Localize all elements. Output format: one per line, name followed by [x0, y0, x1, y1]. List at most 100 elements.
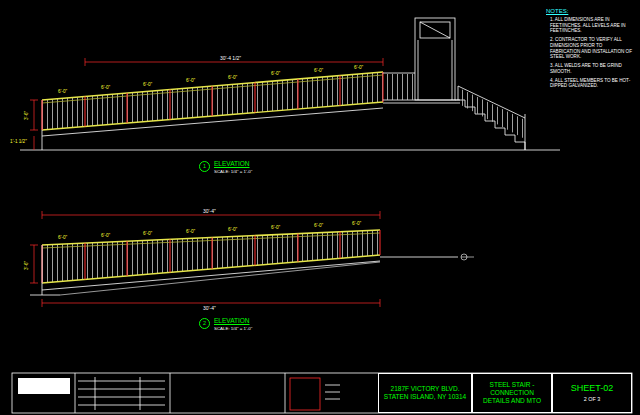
ramp-railing-1-part-part — [170, 90, 171, 120]
dimension-text: 3'-6" — [24, 111, 30, 120]
side-stair-part — [525, 114, 526, 150]
stair-tower-part — [383, 73, 415, 74]
ramp-railing-1-part-part — [340, 76, 341, 106]
ramp-railing-2 — [30, 230, 474, 295]
dimension-lines-1-part — [30, 100, 38, 101]
sheet-number-cell: SHEET-022 OF 3 — [552, 373, 632, 413]
title-block-part — [95, 377, 96, 410]
ramp-railing-1-part — [42, 100, 43, 150]
dimension-lines-2-part — [34, 245, 35, 283]
dimension-text: 6'-0" — [354, 65, 363, 71]
ramp-railing-1-part-part — [255, 83, 256, 113]
ramp-railing-1-part-part — [42, 100, 43, 130]
platform-railing — [386, 74, 413, 100]
dimension-text: 6'-0" — [271, 71, 280, 77]
dimension-text: 6'-0" — [58, 235, 67, 241]
callout-circle: 2 — [199, 318, 210, 329]
dimension-lines-1-part — [30, 130, 38, 131]
dimension-text: 30'-4" — [203, 305, 216, 311]
ramp-railing-2-part-part — [170, 239, 171, 272]
note-text: 4. ALL STEEL MEMBERS TO BE HOT-DIPPED GA… — [550, 78, 632, 89]
stair-tower-part — [420, 22, 450, 38]
callout-circle: 1 — [199, 161, 210, 172]
dimension-lines-2-part — [42, 211, 43, 219]
view-scale: SCALE: 1/4" = 1'-0" — [214, 326, 252, 332]
title-block-part — [285, 373, 286, 413]
side-stair — [455, 86, 525, 150]
dimension-text: 6'-0" — [143, 82, 152, 88]
stair-tower — [383, 18, 460, 103]
dimension-lines-2 — [30, 211, 380, 307]
dimension-text: 6'-0" — [228, 75, 237, 81]
ramp-railing-2-part-part — [127, 241, 128, 276]
dimension-text: 30'-4 1/2" — [220, 55, 241, 61]
ramp-railing-2-part — [380, 257, 458, 258]
view-scale: SCALE: 1/4" = 1'-0" — [214, 169, 252, 175]
dimension-lines-1-part — [85, 62, 383, 63]
dimension-lines-2-part — [42, 303, 380, 304]
ramp-railing-2-part — [42, 255, 380, 283]
project-address-cell: 2187F VICTORY BLVD. STATEN ISLAND, NY 10… — [378, 373, 472, 413]
dimension-lines-1-part — [383, 58, 384, 66]
stair-tower-part — [415, 18, 455, 100]
title-block-part — [290, 378, 320, 410]
title-block-part — [170, 373, 171, 413]
ramp-railing-2-part — [42, 230, 380, 245]
dimension-lines-2-part — [42, 299, 43, 307]
ramp-railing-2-part-part — [212, 238, 213, 269]
title-block-part — [12, 373, 632, 413]
ramp-railing-2-part-part — [380, 230, 381, 255]
ramp-railing-2-part-part — [298, 234, 299, 262]
sheet-title-cell: STEEL STAIR - CONNECTION DETAILS AND MTO — [472, 373, 552, 413]
side-stair-part — [458, 86, 459, 100]
ramp-railing-1-part-part — [127, 93, 128, 123]
dimension-lines-2-part — [30, 245, 38, 246]
dimension-lines-2-part — [42, 215, 380, 216]
ramp-railing-1-part-part — [85, 97, 86, 127]
title-block-part — [78, 381, 165, 382]
note-text: 2. CONTRACTOR TO VERIFY ALL DIMENSIONS P… — [550, 37, 632, 60]
ramp-railing-2-part — [42, 261, 380, 290]
node-text: 1 — [203, 163, 206, 169]
dimension-text: 6'-0" — [143, 231, 152, 237]
dimension-text: 6'-0" — [314, 68, 323, 74]
ramp-railing-1 — [20, 72, 560, 150]
note-text: 3. ALL WELDS ARE TO BE GRIND SMOOTH. — [550, 63, 632, 74]
stair-tower-part — [383, 103, 460, 104]
ramp-railing-2-part — [42, 230, 380, 283]
ramp-railing-2-part — [42, 245, 43, 295]
dimension-text: 30'-4" — [203, 208, 216, 214]
dimension-lines-1-part — [85, 58, 86, 66]
view-title: ELEVATION — [214, 160, 250, 168]
node-text: 2 — [203, 320, 206, 326]
ramp-railing-2-part — [461, 257, 474, 258]
ramp-railing-1-part — [42, 72, 383, 130]
ramp-railing-1-part-part — [383, 72, 384, 102]
dimension-text: 6'-0" — [314, 223, 323, 229]
dimension-lines-1-part — [34, 136, 35, 150]
dimension-text: 6'-0" — [58, 89, 67, 95]
ramp-railing-1-part — [42, 72, 383, 130]
ramp-railing-1-part — [20, 150, 560, 151]
stair-tower-part — [420, 22, 450, 38]
dimension-lines-1 — [30, 58, 383, 150]
dimension-text: 6'-0" — [352, 221, 361, 227]
title-block-part — [78, 405, 165, 406]
stair-tower-part — [418, 40, 419, 100]
ramp-railing-1-part-part — [212, 86, 213, 116]
ramp-railing-2-part-part — [340, 232, 341, 258]
title-block-part — [140, 377, 141, 410]
title-block — [12, 373, 632, 413]
title-block-part — [325, 385, 340, 386]
dimension-text: 6'-0" — [186, 78, 195, 84]
node-subtext: 2 OF 3 — [584, 396, 600, 402]
note-text: 1. ALL DIMENSIONS ARE IN FEET/INCHES. AL… — [550, 17, 632, 34]
title-block-part — [75, 373, 76, 413]
dimension-text: 6'-0" — [101, 85, 110, 91]
dimension-text: 6'-0" — [271, 225, 280, 231]
ramp-railing-2-part-part — [255, 236, 256, 266]
dimension-text: 6'-0" — [228, 227, 237, 233]
title-block-part — [78, 397, 165, 398]
node-text: 2187F VICTORY BLVD. STATEN ISLAND, NY 10… — [383, 385, 467, 401]
